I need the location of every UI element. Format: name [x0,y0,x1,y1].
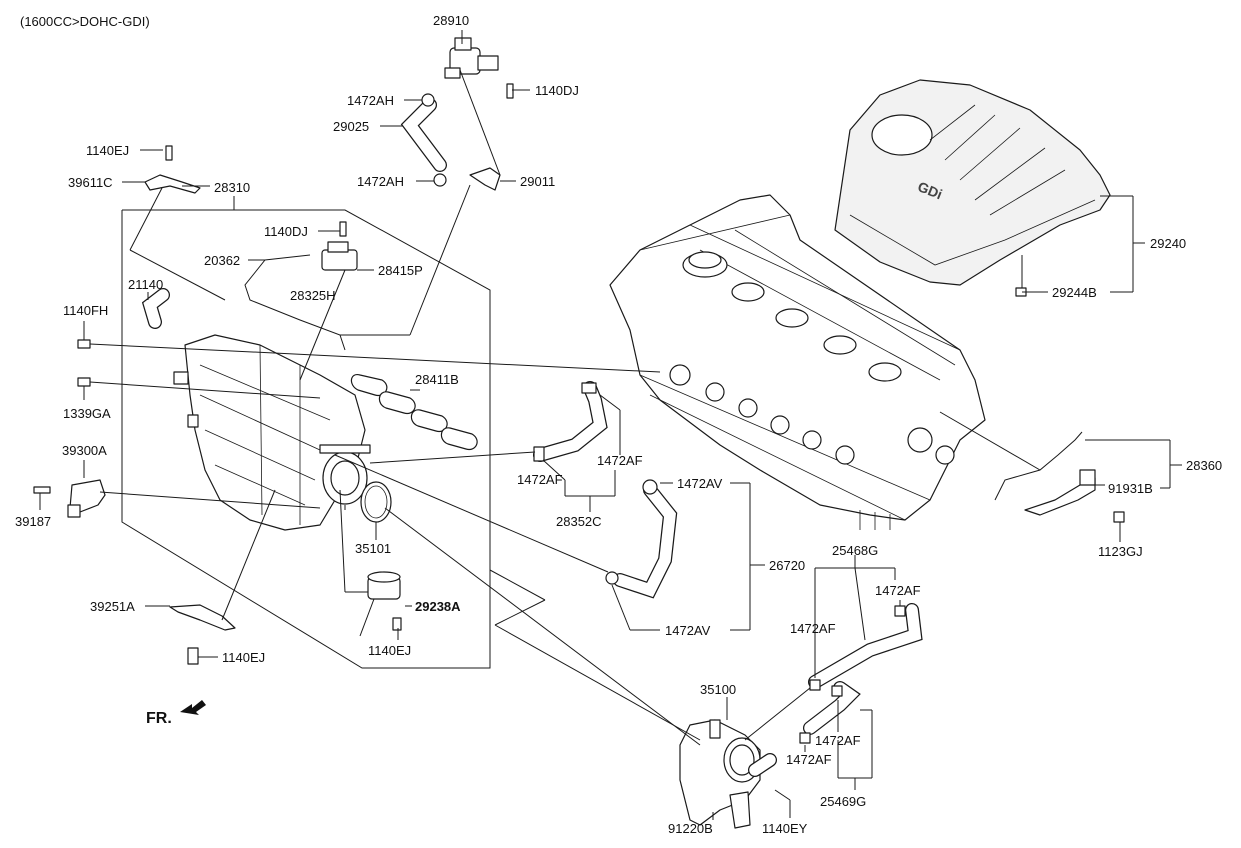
label-1472af-a: 1472AF [517,472,563,487]
intake-manifold [173,334,366,531]
clamp-1472av-b [605,571,619,585]
label-91931b: 91931B [1108,481,1153,496]
bracket-29011 [469,167,501,191]
cover-nut [1015,287,1027,297]
label-21140: 21140 [128,277,163,292]
label-28910: 28910 [433,13,469,28]
label-29238a: 29238A [415,599,461,614]
clamp-1472af-f [799,732,811,744]
label-28325h: 28325H [290,288,336,303]
label-1140ej-c: 1140EJ [222,650,265,665]
label-29011: 29011 [520,174,555,189]
clamp-1472af-d [809,679,821,691]
label-1140fh: 1140FH [63,303,108,318]
label-29244b: 29244B [1052,285,1097,300]
engine-spec-header: (1600CC>DOHC-GDI) [20,14,150,29]
label-1140ey: 1140EY [762,821,808,836]
label-1472af-e: 1472AF [815,733,861,748]
label-20362: 20362 [204,253,240,268]
manifold-group-outline [121,209,491,669]
label-1472af-b: 1472AF [597,453,643,468]
label-1472af-c: 1472AF [875,583,921,598]
label-39187: 39187 [15,514,51,529]
bolt-1140ej-bottom [187,647,199,665]
map-sensor [67,479,106,518]
bolt-1140ej-top [165,145,173,161]
label-1140dj-b: 1140DJ [264,224,308,239]
clamp-1472af-b [533,446,545,462]
label-1472ah-a: 1472AH [347,93,394,108]
bolt-1140fh [77,339,91,349]
label-28415p: 28415P [378,263,423,278]
label-29025: 29025 [333,119,369,134]
label-1472af-f: 1472AF [786,752,832,767]
label-28360: 28360 [1186,458,1222,473]
clamp-1472af-a [581,382,597,394]
label-28411b: 28411B [415,372,459,387]
label-26720: 26720 [769,558,805,573]
throttle-body [679,719,791,829]
label-25469g: 25469G [820,794,866,809]
label-1123gj: 1123GJ [1098,544,1143,559]
engine-cover: GDi [834,79,1111,286]
label-1140dj-a: 1140DJ [535,83,579,98]
bracket-39251a [169,604,236,631]
manifold-gasket [350,373,478,451]
label-28352c: 28352C [556,514,602,529]
manifold-throttle-flange [319,444,371,505]
label-1472av-b: 1472AV [665,623,711,638]
pcv-bracket [994,431,1125,523]
solenoid-valve [321,221,358,271]
clamp-1472af-c [894,605,906,617]
clamp-1472av-a [642,479,658,495]
engine-block [609,194,986,530]
label-1339ga: 1339GA [63,406,111,421]
bolt-39187 [33,486,51,494]
label-35100: 35100 [700,682,736,697]
bolt-1339ga [77,377,91,387]
label-39251a: 39251A [90,599,135,614]
vacuum-actuator [359,571,402,637]
label-29240: 29240 [1150,236,1186,251]
label-25468g: 25468G [832,543,878,558]
label-1140ej-b: 1140EJ [368,643,411,658]
clamp-1472ah-bottom [433,173,447,187]
label-1140ej-a: 1140EJ [86,143,129,158]
label-39300a: 39300A [62,443,107,458]
label-35101: 35101 [355,541,391,556]
purge-valve [444,37,499,79]
bracket-39611c [144,174,201,194]
label-39611c: 39611C [68,175,113,190]
bolt-1140dj-top [506,83,514,99]
label-1472ah-b: 1472AH [357,174,404,189]
label-28310: 28310 [214,180,250,195]
clamp-1472ah-top [421,93,435,107]
label-1472av-a: 1472AV [677,476,723,491]
clamp-1472af-e [831,685,843,697]
label-91220b: 91220B [668,821,713,836]
throttle-o-ring [360,481,392,523]
leader-lines [39,30,1182,820]
front-arrow-icon [180,700,206,715]
label-1472af-d: 1472AF [790,621,836,636]
front-marker-label: FR. [146,710,172,727]
